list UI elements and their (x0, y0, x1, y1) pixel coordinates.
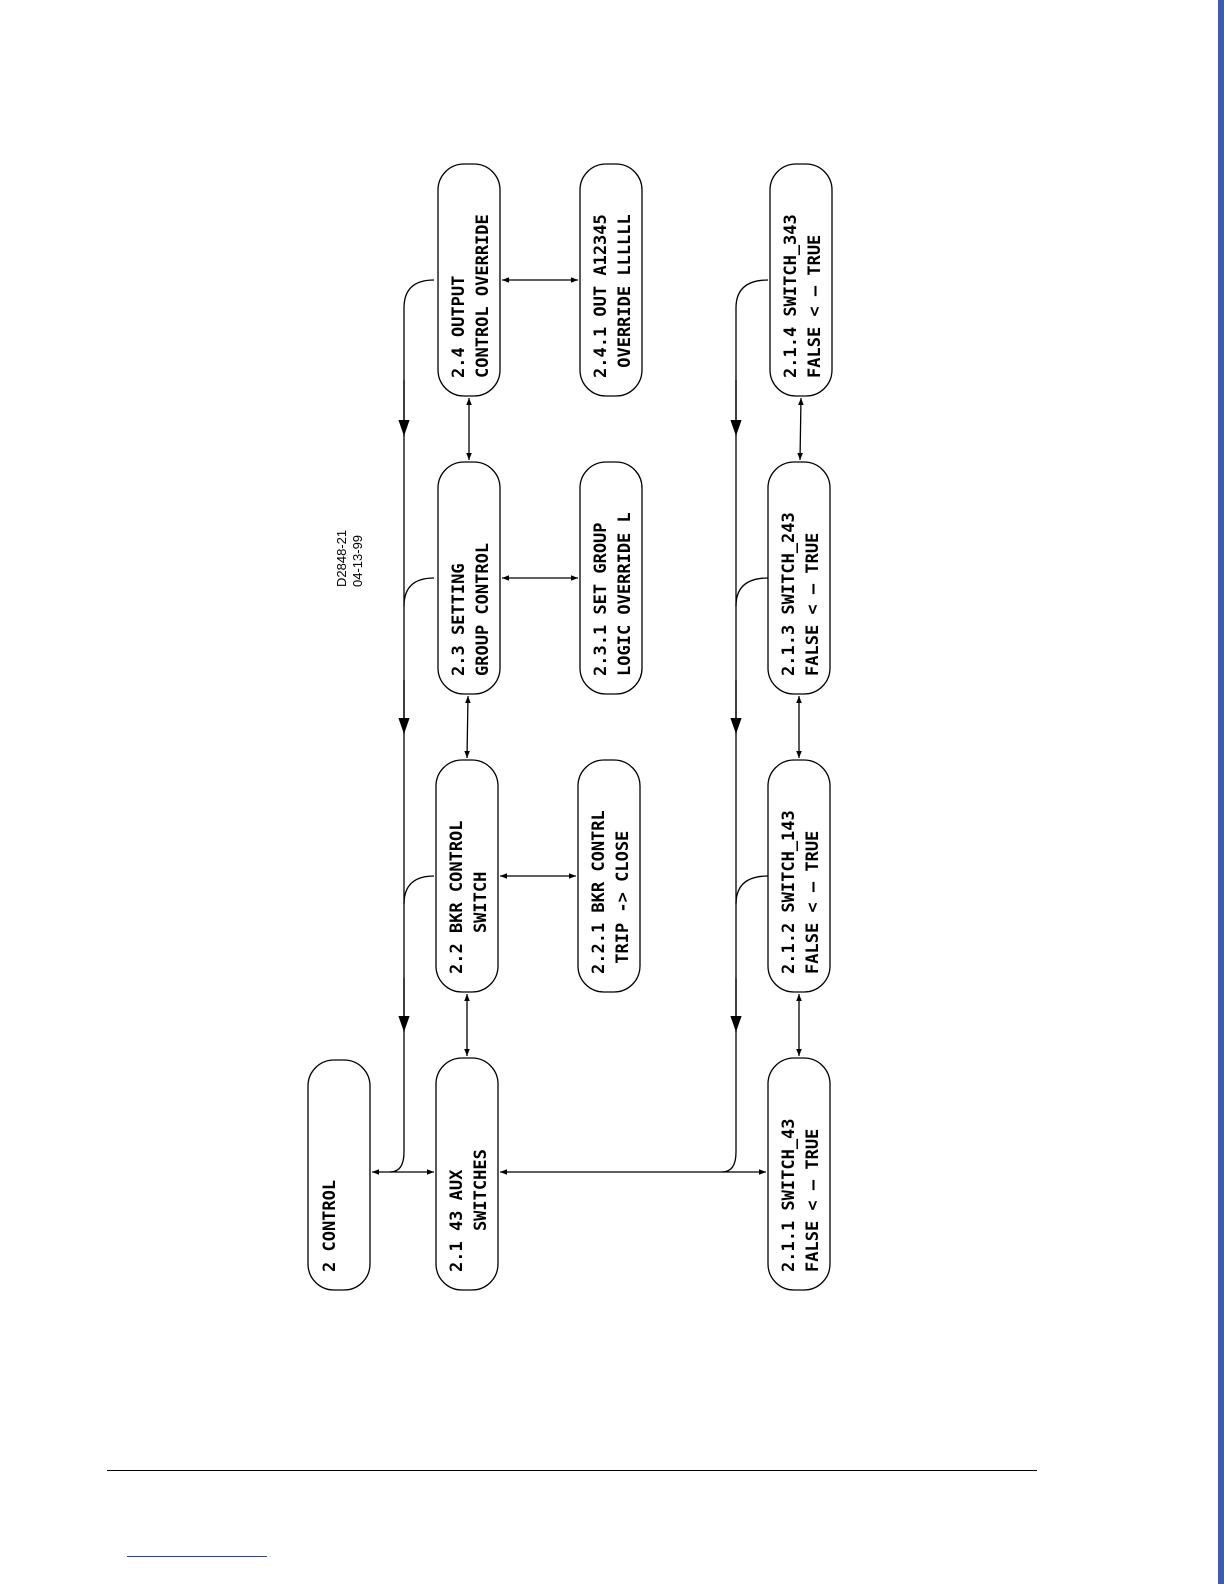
menu-box-root (307, 1059, 371, 1291)
menu-label-2-2-1-line1: 2.2.1 BKR CONTRL (589, 810, 609, 974)
drawing-number: D2848-21 (334, 530, 349, 587)
wrap-branch-2-2 (403, 875, 435, 905)
menu-label-2-3-line2: GROUP CONTROL (473, 543, 493, 676)
menu-box-2-4-1 (579, 163, 643, 397)
menu-label-2-1-line2: SWITCHES (471, 1149, 491, 1272)
menu-label-2-1-1-line2: FALSE < — TRUE (803, 1129, 823, 1272)
menu-label-2-4-1-line1: 2.4.1 OUT A12345 (591, 214, 611, 378)
menu-box-2-1 (435, 1057, 499, 1291)
wrap-branch-2-1-2 (735, 875, 769, 905)
menu-box-2-1-1 (767, 1057, 831, 1291)
menu-label-2-1-line1: 2.1 43 AUX (447, 1169, 467, 1272)
menu-label-2-1-1-line1: 2.1.1 SWITCH_43 (779, 1118, 799, 1272)
menu-label-2-2-1-line2: TRIP -> CLOSE (613, 831, 633, 974)
menu-box-2-1-4 (769, 163, 833, 397)
wrap-line-switch-row (721, 279, 769, 1173)
menu-label-2-4-1-line2: OVERRIDE LLLLLL (615, 214, 635, 378)
wrap-line-top-row (389, 279, 435, 1173)
wrap-branch-2-1-3 (735, 577, 769, 607)
menu-label-2-4-line2: CONTROL OVERRIDE (473, 214, 493, 378)
wrap-branch-2-3 (403, 577, 435, 607)
menu-label-2-3-1-line1: 2.3.1 SET GROUP (591, 522, 611, 676)
menu-label-2-2-line1: 2.2 BKR CONTROL (447, 820, 467, 974)
menu-box-2-2 (435, 759, 499, 993)
menu-label-2-1-2-line1: 2.1.2 SWITCH_143 (779, 810, 799, 974)
menu-label-2-1-4-line2: FALSE < — TRUE (805, 235, 825, 378)
menu-label-2-1-2-line2: FALSE < — TRUE (803, 831, 823, 974)
menu-label-2-3-line1: 2.3 SETTING (449, 563, 469, 676)
connector-2-1-4-2-1-3 (797, 397, 804, 461)
menu-label-2-3-1-line2: LOGIC OVERRIDE L (615, 512, 635, 676)
connector-2-3-2-2 (464, 695, 471, 759)
menu-box-2-4 (437, 163, 501, 397)
menu-label-2-2-line2: SWITCH (471, 872, 491, 974)
menu-box-2-2-1 (577, 759, 641, 993)
menu-box-2-3 (437, 461, 501, 695)
menu-box-2-3-1 (579, 461, 643, 695)
menu-label-root: 2 CONTROL (320, 1180, 340, 1272)
menu-label-2-1-3-line1: 2.1.3 SWITCH_243 (779, 512, 799, 676)
page-edge-strip (1218, 0, 1224, 1584)
drawing-date: 04-13-99 (350, 535, 365, 587)
menu-label-2-1-3-line2: FALSE < — TRUE (803, 533, 823, 676)
menu-label-2-1-4-line1: 2.1.4 SWITCH_343 (781, 214, 801, 378)
footer-rule (107, 1470, 1037, 1471)
footer-link-underline[interactable] (127, 1556, 267, 1557)
menu-label-2-4-line1: 2.4 OUTPUT (449, 276, 469, 378)
